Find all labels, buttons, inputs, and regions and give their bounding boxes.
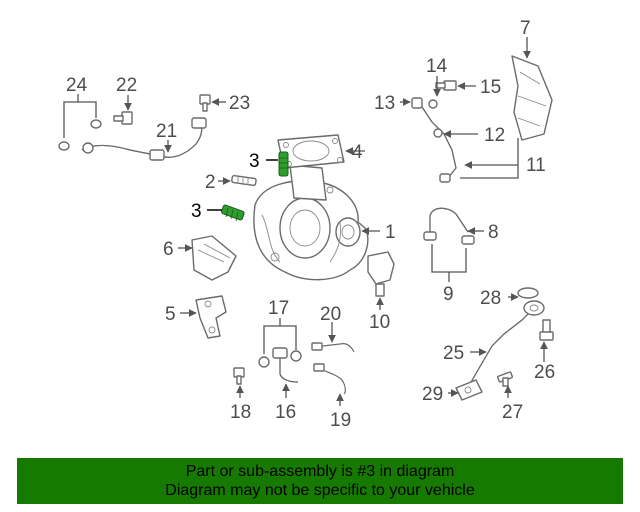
callout-3-lower: 3 [191,201,202,222]
callout-22: 22 [116,75,137,96]
callout-18: 18 [230,402,251,423]
actuator-part[interactable] [367,251,395,297]
callout-11: 11 [526,155,546,176]
bracket-part[interactable] [195,295,227,339]
banjo-bolt-part[interactable] [113,111,133,125]
heat-shield-part[interactable] [191,235,237,281]
callout-10: 10 [369,312,390,333]
callout-28: 28 [480,288,501,309]
callout-15: 15 [480,77,501,98]
bolt-part-27[interactable] [496,371,514,387]
washer-part[interactable] [58,119,102,151]
bolt-part-18[interactable] [233,367,245,385]
callout-4: 4 [352,142,363,163]
callout-2: 2 [205,172,216,193]
highlighted-stud-lower[interactable] [221,204,245,222]
callout-6: 6 [163,239,174,260]
gasket-part-28[interactable] [517,287,539,299]
notice-line-1: Part or sub-assembly is #3 in diagram [185,463,455,480]
callout-8: 8 [488,222,499,243]
callout-20: 20 [320,304,341,325]
coolant-pipe-part-20[interactable] [311,342,355,353]
callout-14: 14 [426,56,448,77]
oil-return-line-part[interactable] [469,300,545,385]
callout-21: 21 [156,121,177,142]
callout-29: 29 [422,384,443,405]
hose-part[interactable] [423,207,475,245]
oil-feed-line-part[interactable] [81,117,207,161]
oil-return-pipe-part[interactable] [258,347,302,383]
bolt-part-26[interactable] [539,319,554,341]
callout-12: 12 [484,125,505,146]
callout-7: 7 [520,18,531,39]
callout-19: 19 [330,410,351,431]
bolt-part-23[interactable] [199,94,211,112]
callout-26: 26 [534,362,555,383]
highlighted-stud-upper[interactable] [278,151,289,177]
callout-9: 9 [443,284,454,305]
callout-27: 27 [502,402,523,423]
callout-13: 13 [374,93,395,114]
oil-pipe-part[interactable] [411,97,457,183]
turbocharger-part[interactable] [253,164,369,281]
callout-23: 23 [229,93,250,114]
gasket-part[interactable] [277,134,345,169]
highlight-notice-banner: Part or sub-assembly is #3 in diagram Di… [17,458,623,504]
callout-25: 25 [443,343,464,364]
callout-24: 24 [66,75,88,96]
upper-heat-shield-part[interactable] [511,55,553,141]
notice-line-2: Diagram may not be specific to your vehi… [165,482,475,499]
callout-16: 16 [275,402,296,423]
callout-5: 5 [165,304,176,325]
callout-17: 17 [268,298,289,319]
callout-3-upper: 3 [249,151,260,172]
coolant-pipe-part-19[interactable] [313,363,346,395]
callout-1: 1 [385,222,396,243]
gasket-part-29[interactable] [455,379,483,401]
stud-part[interactable] [231,174,257,187]
bolt-part[interactable] [435,80,457,91]
